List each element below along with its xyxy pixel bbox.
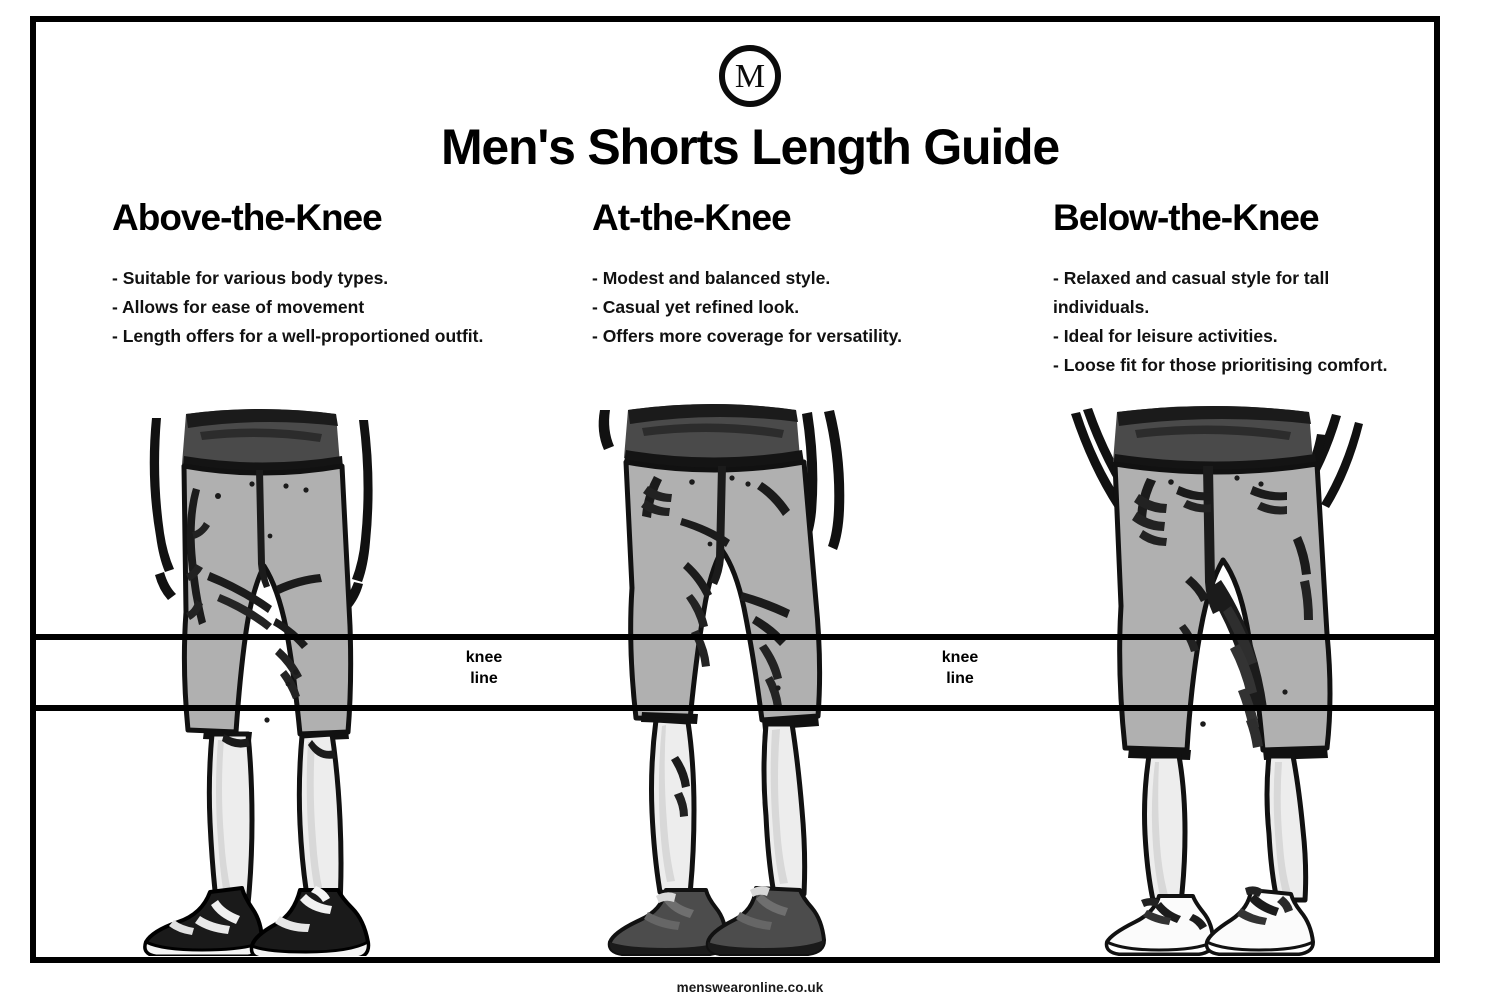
column-at-the-knee: At-the-Knee - Modest and balanced style.… [592,197,1012,352]
bullet-item: - Ideal for leisure activities. [1053,326,1278,347]
logo-letter: M [734,57,766,95]
bullet-item: - Relaxed and casual style for tall indi… [1053,267,1330,317]
column-heading-below-the-knee: Below-the-Knee [1053,197,1320,238]
column-bullets-below-the-knee: - Relaxed and casual style for tall indi… [1053,264,1423,381]
bullet-item: - Suitable for various body types. [112,267,389,288]
knee-label-line2: line [946,670,974,688]
page-title: Men's Shorts Length Guide [440,119,1060,175]
bullet-item: - Allows for ease of movement [112,296,365,317]
knee-label-line2: line [470,670,498,688]
knee-line-rule-top [36,634,1434,640]
knee-line-rule-bottom [36,705,1434,711]
figure-above-the-knee [100,404,420,956]
column-heading-at-the-knee: At-the-Knee [592,197,792,238]
knee-label-line1: knee [941,649,979,666]
bullet-item: - Modest and balanced style. [592,267,831,288]
bullet-item: - Offers more coverage for versatility. [592,326,902,347]
figure-below-the-knee [1055,404,1375,956]
knee-line-label-right: knee line [900,647,1020,690]
bullet-item: - Loose fit for those prioritising comfo… [1053,355,1388,376]
column-bullets-at-the-knee: - Modest and balanced style. - Casual ye… [592,264,1012,352]
knee-label-line1: knee [465,649,503,666]
column-heading-above-the-knee: Above-the-Knee [112,197,383,238]
figure-at-the-knee [570,404,890,956]
knee-line-label-left: knee line [424,647,544,690]
circled-m-monogram-icon: M [719,45,781,107]
column-above-the-knee: Above-the-Knee - Suitable for various bo… [112,197,542,352]
footer-website: menswearonline.co.uk [676,980,824,995]
bullet-item: - Casual yet refined look. [592,296,800,317]
column-bullets-above-the-knee: - Suitable for various body types. - All… [112,264,542,352]
column-below-the-knee: Below-the-Knee - Relaxed and casual styl… [1053,197,1423,381]
bullet-item: - Length offers for a well-proportioned … [112,326,484,347]
